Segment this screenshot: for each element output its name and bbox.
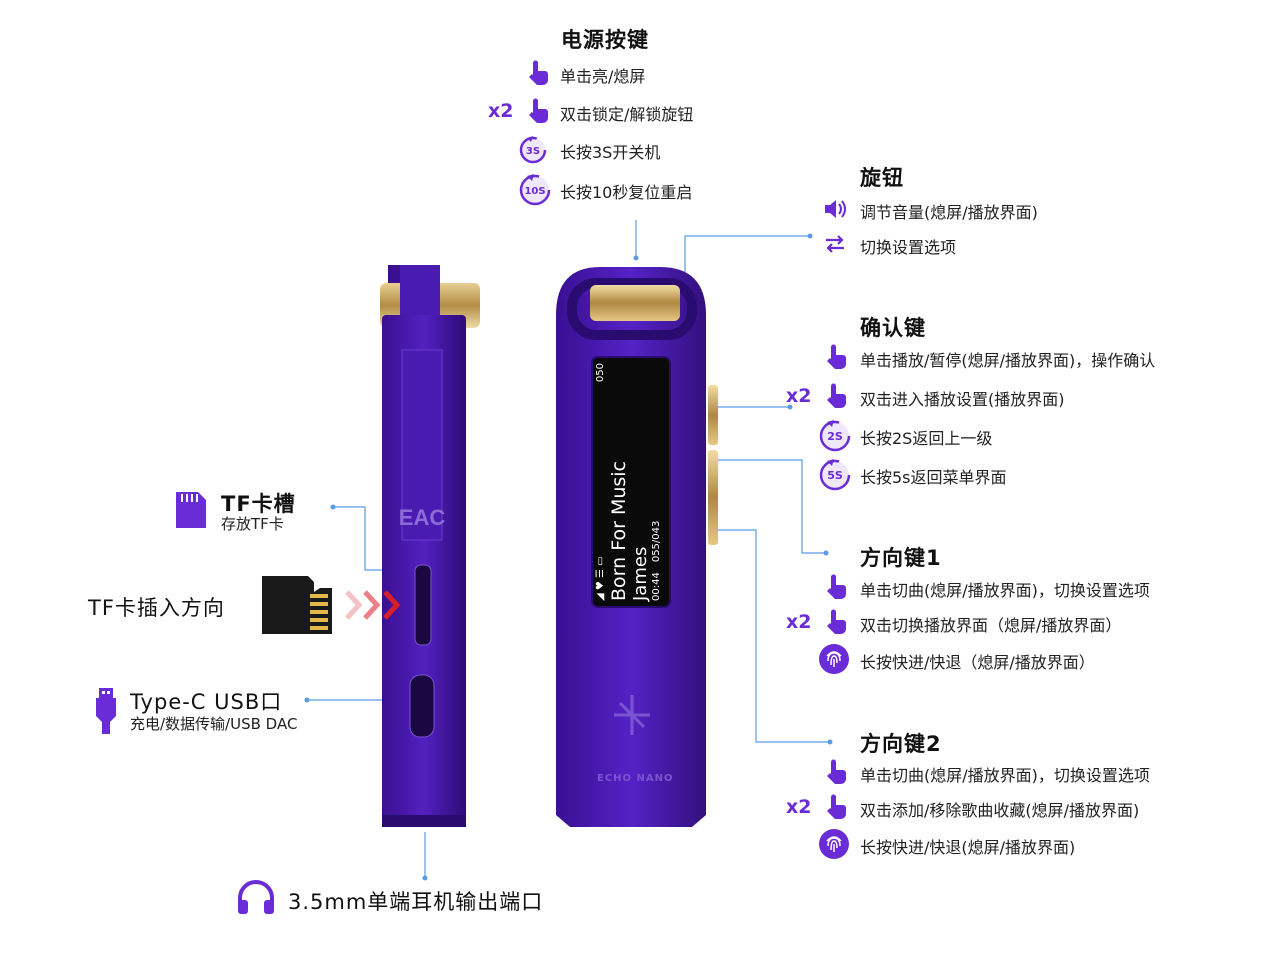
- screen-time: 00:44: [651, 572, 662, 601]
- sd-card-icon: [176, 492, 206, 528]
- power-item-3-text: 长按3S开关机: [560, 143, 661, 162]
- tf-slot-title: TF卡槽: [221, 492, 296, 516]
- hold-3s-badge: 3S: [526, 146, 540, 157]
- hold-2s-badge: 2S: [827, 430, 843, 443]
- headphone-title: 3.5mm单端耳机输出端口: [288, 890, 544, 914]
- screen-counter: 050: [595, 363, 606, 383]
- screen-song-title: Born For Music: [608, 460, 630, 601]
- tap-icon: [827, 344, 846, 369]
- tap-icon: [529, 98, 548, 123]
- dir2-item-2: x2 双击添加/移除歌曲收藏(熄屏/播放界面): [786, 794, 1216, 824]
- dir2-item-1: 单击切曲(熄屏/播放界面)，切换设置选项: [822, 759, 1242, 789]
- confirm-item-3-text: 长按2S返回上一级: [860, 429, 993, 448]
- dir1-item-2-text: 双击切换播放界面（熄屏/播放界面）: [860, 616, 1122, 635]
- device-front-view: [556, 267, 718, 827]
- power-item-4-text: 长按10秒复位重启: [560, 183, 693, 202]
- tap-icon: [827, 383, 846, 408]
- confirm-item-4: 5S 长按5s返回菜单界面: [818, 457, 1218, 491]
- knob-item-2: 切换设置选项: [822, 231, 1142, 259]
- hold-3s-icon: 3S: [519, 136, 547, 164]
- hold-5s-badge: 5S: [827, 469, 843, 482]
- power-item-3: 3S 长按3S开关机: [518, 134, 838, 168]
- tap-icon: [827, 794, 846, 819]
- dir1-item-2: x2 双击切换播放界面（熄屏/播放界面）: [786, 609, 1206, 639]
- double-tap-badge: x2: [786, 796, 812, 818]
- fingerprint-icon: [819, 829, 849, 859]
- dir2-title: 方向键2: [860, 732, 942, 756]
- hold-10s-badge: 10S: [524, 186, 545, 197]
- confirm-item-1: 单击播放/暂停(熄屏/播放界面)，操作确认: [822, 344, 1242, 374]
- power-title: 电源按键: [561, 28, 649, 52]
- power-item-2-text: 双击锁定/解锁旋钮: [560, 105, 694, 124]
- double-tap-badge: x2: [786, 611, 812, 633]
- double-tap-badge: x2: [488, 100, 514, 122]
- confirm-item-2-text: 双击进入播放设置(播放界面): [860, 390, 1065, 409]
- screen-status-icons: ◢ ♥ ☰ ▭: [595, 556, 606, 601]
- confirm-item-4-text: 长按5s返回菜单界面: [860, 468, 1007, 487]
- dir1-item-1: 单击切曲(熄屏/播放界面)，切换设置选项: [822, 574, 1242, 604]
- power-item-2: x2 双击锁定/解锁旋钮: [488, 98, 828, 128]
- double-tap-badge: x2: [786, 385, 812, 407]
- dir1-item-1-text: 单击切曲(熄屏/播放界面)，切换设置选项: [860, 581, 1150, 600]
- dir1-item-3: 长按快进/快退（熄屏/播放界面）: [818, 643, 1218, 677]
- fingerprint-icon: [819, 644, 849, 674]
- knob-item-1-text: 调节音量(熄屏/播放界面): [860, 203, 1038, 222]
- headphone-icon: [238, 880, 274, 914]
- dir1-title: 方向键1: [860, 546, 942, 570]
- device-screen: ◢ ♥ ☰ ▭ 050 Born For Music James 00:44 0…: [594, 358, 670, 606]
- confirm-item-1-text: 单击播放/暂停(熄屏/播放界面)，操作确认: [860, 351, 1156, 370]
- usb-subtitle: 充电/数据传输/USB DAC: [130, 715, 298, 733]
- tap-icon: [827, 574, 846, 599]
- power-item-1-text: 单击亮/熄屏: [560, 67, 646, 86]
- confirm-item-3: 2S 长按2S返回上一级: [818, 418, 1218, 452]
- dir2-item-3-text: 长按快进/快退(熄屏/播放界面): [860, 838, 1076, 857]
- knob-title: 旋钮: [860, 166, 904, 190]
- switch-arrows-icon: [826, 235, 844, 253]
- screen-track: 055/043: [651, 520, 662, 563]
- usb-plug-icon: [96, 688, 116, 734]
- usb-title: Type-C USB口: [130, 690, 283, 714]
- hold-2s-icon: 2S: [819, 420, 851, 452]
- device-brand-label: ECHO NANO: [597, 773, 674, 784]
- confirm-title: 确认键: [860, 316, 926, 340]
- confirm-item-2: x2 双击进入播放设置(播放界面): [786, 383, 1206, 413]
- hold-10s-icon: 10S: [519, 174, 551, 206]
- insert-direction-arrows-icon: [345, 590, 401, 620]
- tf-slot-subtitle: 存放TF卡: [221, 515, 284, 533]
- dir2-item-1-text: 单击切曲(熄屏/播放界面)，切换设置选项: [860, 766, 1150, 785]
- knob-item-1: 调节音量(熄屏/播放界面): [822, 196, 1142, 224]
- svg-text:EAC: EAC: [399, 505, 446, 530]
- power-item-1: 单击亮/熄屏: [524, 60, 824, 90]
- tf-insert-label: TF卡插入方向: [88, 596, 225, 620]
- tap-icon: [827, 609, 846, 634]
- hold-5s-icon: 5S: [819, 459, 851, 491]
- volume-icon: [825, 200, 846, 218]
- knob-item-2-text: 切换设置选项: [860, 238, 957, 257]
- power-item-4: 10S 长按10秒复位重启: [518, 172, 838, 206]
- screen-artist: James: [630, 546, 651, 601]
- dir1-item-3-text: 长按快进/快退（熄屏/播放界面）: [860, 653, 1095, 672]
- device-side-view: EAC: [380, 265, 480, 827]
- dir2-item-2-text: 双击添加/移除歌曲收藏(熄屏/播放界面): [860, 801, 1140, 820]
- tap-icon: [827, 759, 846, 784]
- micro-sd-card-icon: [262, 576, 332, 634]
- tap-icon: [529, 60, 548, 85]
- dir2-item-3: 长按快进/快退(熄屏/播放界面): [818, 828, 1218, 862]
